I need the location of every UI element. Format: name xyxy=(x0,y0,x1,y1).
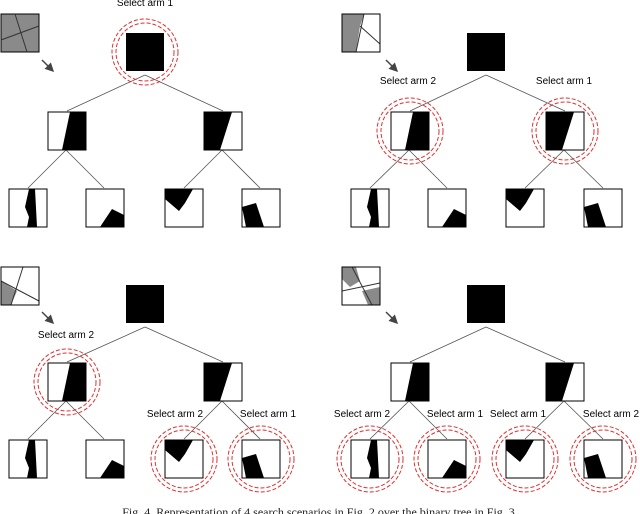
node-left-right xyxy=(427,188,467,228)
node-left xyxy=(47,362,87,402)
select-arm-label: Select arm 1 xyxy=(427,409,484,420)
node-right-right xyxy=(241,188,281,228)
selection-ring xyxy=(227,425,295,493)
selection-ring xyxy=(154,429,214,489)
node-left-left xyxy=(350,439,390,479)
panel-bottom-left: Select arm 2 Select arm 2 Select arm 1 xyxy=(0,266,297,493)
select-arm-label: Select arm 2 xyxy=(380,76,437,87)
selection-ring xyxy=(495,429,555,489)
node-left xyxy=(390,111,430,151)
node-right-left xyxy=(505,188,545,228)
node-right xyxy=(545,362,585,402)
selection-ring xyxy=(413,425,481,493)
thumbnail xyxy=(0,266,40,306)
node-right-right xyxy=(583,188,623,228)
node-left-left xyxy=(8,439,48,479)
node-left-right xyxy=(427,439,467,479)
selection-ring xyxy=(231,429,291,489)
arrow xyxy=(41,59,55,73)
root-node xyxy=(126,33,164,71)
thumbnail xyxy=(341,266,381,306)
thumbnail xyxy=(341,13,381,53)
node-right-right xyxy=(241,439,281,479)
node-left-right xyxy=(85,439,125,479)
root-node xyxy=(467,285,505,323)
arrow xyxy=(41,311,55,325)
panel-top-right: Select arm 2 Select arm 1 xyxy=(341,13,623,228)
arrow xyxy=(385,311,399,325)
node-left xyxy=(47,111,87,151)
node-right xyxy=(203,111,243,151)
root-node xyxy=(126,285,164,323)
select-arm-label: Select arm 1 xyxy=(240,409,297,420)
panel-bottom-right: Select arm 2 Select arm 1 Select arm 1 S… xyxy=(334,266,640,493)
select-arm-label: Select arm 2 xyxy=(583,409,640,420)
selection-ring xyxy=(37,352,97,412)
node-left-left xyxy=(350,188,390,228)
selection-ring xyxy=(535,101,595,161)
selection-ring xyxy=(417,429,477,489)
node-left-right xyxy=(85,188,125,228)
select-arm-label: Select arm 2 xyxy=(147,409,204,420)
selection-ring xyxy=(376,97,444,165)
selection-ring xyxy=(569,425,637,493)
node-right-right xyxy=(583,439,623,479)
node-right-left xyxy=(164,439,204,479)
selection-ring xyxy=(491,425,559,493)
node-right xyxy=(545,111,585,151)
tree-edges xyxy=(369,326,604,440)
node-right-left xyxy=(164,188,204,228)
select-arm-label: Select arm 2 xyxy=(38,330,95,341)
selection-ring xyxy=(380,101,440,161)
figure-caption: Fig. 4. Representation of 4 search scena… xyxy=(122,505,518,514)
select-arm-label: Select arm 1 xyxy=(490,409,547,420)
thumbnail xyxy=(0,13,40,53)
node-left xyxy=(390,362,430,402)
selection-ring xyxy=(115,22,175,82)
selection-ring xyxy=(150,425,218,493)
selection-ring xyxy=(33,348,101,416)
arrow xyxy=(385,59,399,73)
selection-ring xyxy=(573,429,633,489)
selection-ring xyxy=(111,18,179,86)
node-left-left xyxy=(8,188,48,228)
node-right-left xyxy=(505,439,545,479)
selection-ring xyxy=(336,425,404,493)
select-arm-label: Select arm 1 xyxy=(536,76,593,87)
selection-ring xyxy=(531,97,599,165)
tree-edges xyxy=(27,326,261,440)
panel-top-left: Select arm 1 xyxy=(0,0,281,228)
selection-ring xyxy=(340,429,400,489)
node-right xyxy=(203,362,243,402)
select-arm-label: Select arm 2 xyxy=(334,409,391,420)
root-node xyxy=(467,33,505,71)
tree-edges xyxy=(27,74,261,189)
select-arm-label: Select arm 1 xyxy=(117,0,174,9)
